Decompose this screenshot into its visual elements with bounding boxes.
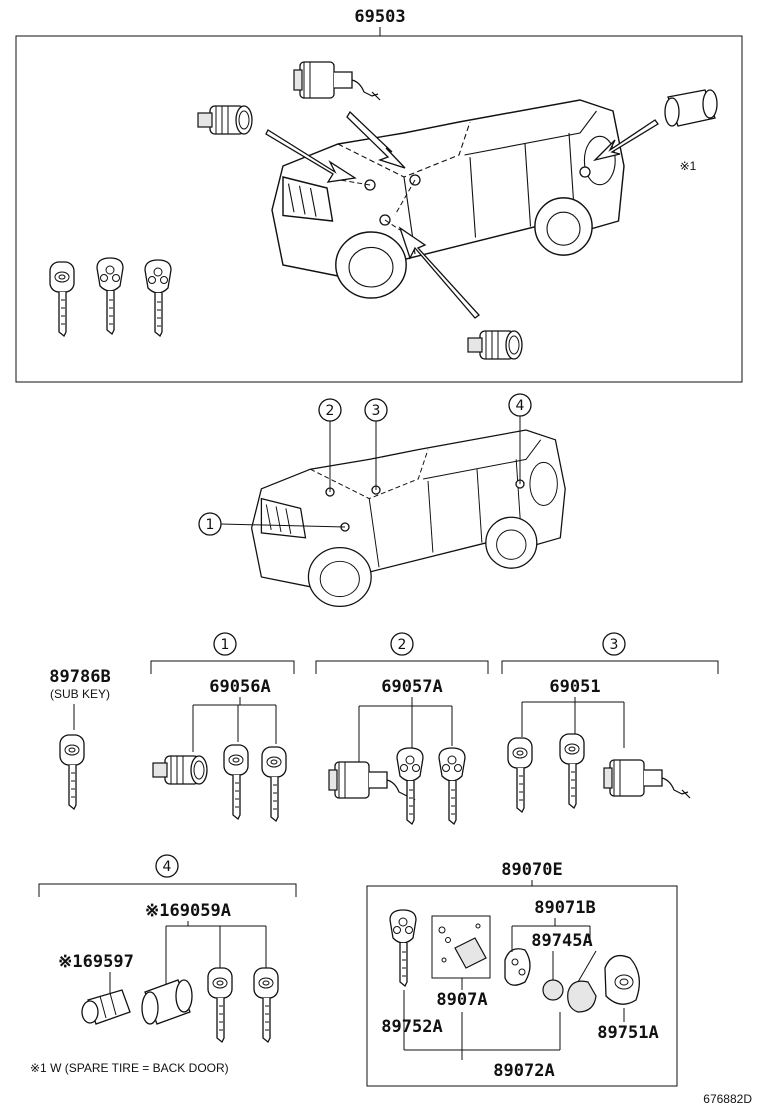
group-1-leaders <box>192 697 277 752</box>
group-1-key-2 <box>261 746 287 822</box>
transmitter-cover <box>567 980 597 1013</box>
sub-key-note: (SUB KEY) <box>50 687 110 701</box>
callout-3-label: 3 <box>372 403 381 419</box>
transmitter-assembly-frame <box>366 885 678 1087</box>
top-ignition-switch <box>293 61 381 101</box>
transmitter-case <box>604 954 641 1005</box>
transmitter-remote-key <box>389 909 417 987</box>
group-2-leaders <box>358 697 453 762</box>
top-key-1 <box>49 261 75 337</box>
callout-2-label: 2 <box>326 403 335 419</box>
top-key-2 <box>96 257 124 335</box>
transmitter-cover-leader <box>577 950 597 983</box>
top-assembly-frame <box>15 35 743 383</box>
group-3-ignition <box>603 759 691 799</box>
group-1-key-1 <box>223 744 249 820</box>
group-2-key-1 <box>396 747 424 825</box>
top-passenger-cylinder <box>467 330 523 360</box>
callout-1-leader <box>220 523 346 528</box>
top-spare-cylinder <box>664 89 718 127</box>
group-2-marker-label: 2 <box>398 637 407 653</box>
diagram-id: 676882D <box>703 1092 752 1106</box>
group-4-bracket <box>38 883 297 897</box>
group-1-marker-label: 1 <box>221 637 230 653</box>
group-4-leaders <box>165 921 267 985</box>
group-4-sub-part-number: ※169597 <box>58 952 134 972</box>
transmitter-part-89072a: 89072A <box>493 1061 554 1081</box>
footnote: ※1 W (SPARE TIRE = BACK DOOR) <box>30 1061 229 1075</box>
group-4-spare-cover <box>141 979 193 1025</box>
group-4-key-1 <box>207 967 233 1043</box>
top-vehicle-illustration <box>271 99 625 299</box>
group-2-bracket <box>315 660 489 674</box>
middle-vehicle-illustration <box>250 429 566 608</box>
group-4-key-2 <box>253 967 279 1043</box>
transmitter-bottom-leaders <box>403 990 561 1051</box>
top-assembly-part-number: 69503 <box>354 7 405 27</box>
group-1-part-number: 69056A <box>209 677 270 697</box>
group-3-key-1 <box>507 737 533 813</box>
group-3-bracket <box>501 660 719 674</box>
transmitter-part-89752a: 89752A <box>381 1017 442 1037</box>
transmitter-part-8907a: 8907A <box>436 990 487 1010</box>
group-1-bracket <box>150 660 295 674</box>
arrow-ignition <box>346 110 406 169</box>
group-3-part-number: 69051 <box>549 677 600 697</box>
top-door-cylinder <box>197 105 253 135</box>
arrow-back-door <box>592 119 659 162</box>
group-4-lock-cylinder <box>81 989 131 1025</box>
sub-key-illustration <box>59 734 85 810</box>
group-4-marker-label: 4 <box>163 859 172 875</box>
top-dashed-links <box>339 179 416 231</box>
group-1-cylinder <box>152 755 208 785</box>
transmitter-part-89071b: 89071B <box>534 898 595 918</box>
transmitter-circuit-board <box>438 923 487 969</box>
group-4-part-number: ※169059A <box>145 901 231 921</box>
transmitter-button-pad <box>504 948 531 986</box>
transmitter-assembly-part-number: 89070E <box>501 860 562 880</box>
top-note-marker: ※1 <box>680 159 697 173</box>
callout-1-label: 1 <box>206 517 215 533</box>
group-3-key-2 <box>559 733 585 809</box>
sub-key-part-number: 89786B <box>49 667 110 687</box>
transmitter-part-89071b-leaders <box>511 918 591 952</box>
group-2-key-2 <box>438 747 466 825</box>
group-3-marker <box>602 632 626 656</box>
callout-4-label: 4 <box>516 398 525 414</box>
top-dot-4 <box>579 166 591 178</box>
group-2-marker <box>390 632 414 656</box>
transmitter-small-parts-box <box>431 915 491 979</box>
arrow-cylinder-passenger <box>398 226 480 319</box>
transmitter-part-89745a: 89745A <box>531 931 592 951</box>
transmitter-battery <box>542 979 564 1001</box>
group-2-part-number: 69057A <box>381 677 442 697</box>
group-3-leaders <box>521 697 625 748</box>
group-3-marker-label: 3 <box>610 637 619 653</box>
group-4-marker <box>155 854 179 878</box>
arrow-cylinder-driver <box>265 129 357 183</box>
group-1-marker <box>213 632 237 656</box>
transmitter-part-89751a: 89751A <box>597 1023 658 1043</box>
top-key-3 <box>144 259 172 337</box>
